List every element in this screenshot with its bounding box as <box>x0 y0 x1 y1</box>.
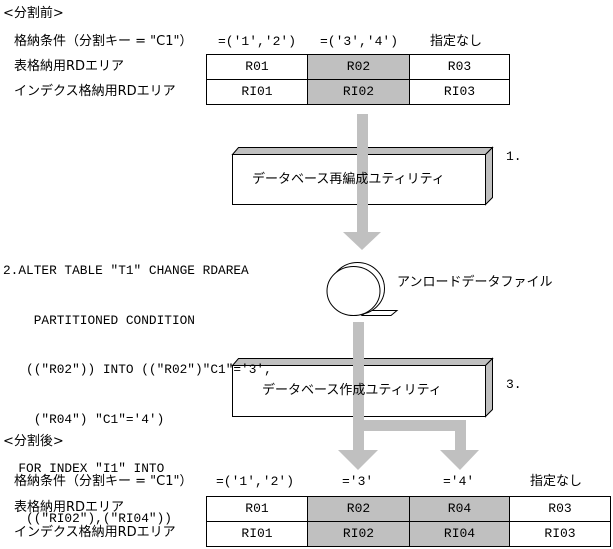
create-utility-label: データベース作成ユティリティ <box>262 383 442 398</box>
before-index-label: インデクス格納用RDエリア <box>14 84 176 99</box>
code-line: 2.ALTER TABLE "T1" CHANGE RDAREA <box>3 263 249 278</box>
before-table-label: 表格納用RDエリア <box>14 59 125 74</box>
after-condition-label: 格納条件（分割キー = "C1"） <box>14 474 193 489</box>
alter-table-statement: 2.ALTER TABLE "T1" CHANGE RDAREA PARTITI… <box>3 230 272 549</box>
after-table-cell-r01: R01 <box>206 496 308 522</box>
after-index-label: インデクス格納用RDエリア <box>14 525 176 540</box>
code-line: (("RI02"),("RI04")) <box>3 510 172 526</box>
after-table-cell-r03: R03 <box>509 496 611 522</box>
before-index-cell-ri01: RI01 <box>206 79 308 105</box>
unload-file-reel-icon <box>326 262 399 316</box>
after-condition-4: 指定なし <box>530 474 583 489</box>
after-condition-2: ='3' <box>342 474 374 489</box>
code-line: FOR INDEX "I1" INTO <box>3 461 165 476</box>
reorganize-utility-label: データベース再編成ユティリティ <box>252 172 445 187</box>
after-table-cell-r04: R04 <box>409 496 510 522</box>
after-index-cell-ri04: RI04 <box>409 521 510 547</box>
arrow-head-right <box>440 450 479 470</box>
after-index-cell-ri03: RI03 <box>509 521 611 547</box>
before-condition-label: 格納条件（分割キー = "C1"） <box>14 34 193 49</box>
step3-number: 3. <box>506 377 522 392</box>
before-index-cell-ri02: RI02 <box>307 79 410 105</box>
split-arrow <box>338 322 479 470</box>
before-condition-1: =('1','2') <box>218 34 297 49</box>
before-table-cell-r03: R03 <box>409 54 510 80</box>
after-table-cell-r02: R02 <box>307 496 410 522</box>
before-condition-2: =('3','4') <box>320 34 399 49</box>
after-index-cell-ri01: RI01 <box>206 521 308 547</box>
after-condition-1: =('1','2') <box>216 474 295 489</box>
code-line: (("R02")) INTO (("R02")"C1"='3', <box>3 362 272 377</box>
code-line: ("R04") "C1"='4') <box>3 411 165 427</box>
after-index-cell-ri02: RI02 <box>307 521 410 547</box>
after-table-label: 表格納用RDエリア <box>14 500 125 515</box>
after-heading: <分割後> <box>3 434 64 449</box>
before-index-cell-ri03: RI03 <box>409 79 510 105</box>
step1-number: 1. <box>506 149 522 164</box>
before-heading: <分割前> <box>3 6 64 21</box>
arrow-head-left <box>338 450 378 470</box>
after-condition-3: ='4' <box>443 474 475 489</box>
before-table-cell-r02: R02 <box>307 54 410 80</box>
arrow-to-unload-file <box>343 114 381 250</box>
before-condition-3: 指定なし <box>430 34 483 49</box>
code-line: PARTITIONED CONDITION <box>3 312 195 328</box>
unload-file-label: アンロードデータファイル <box>397 275 553 290</box>
